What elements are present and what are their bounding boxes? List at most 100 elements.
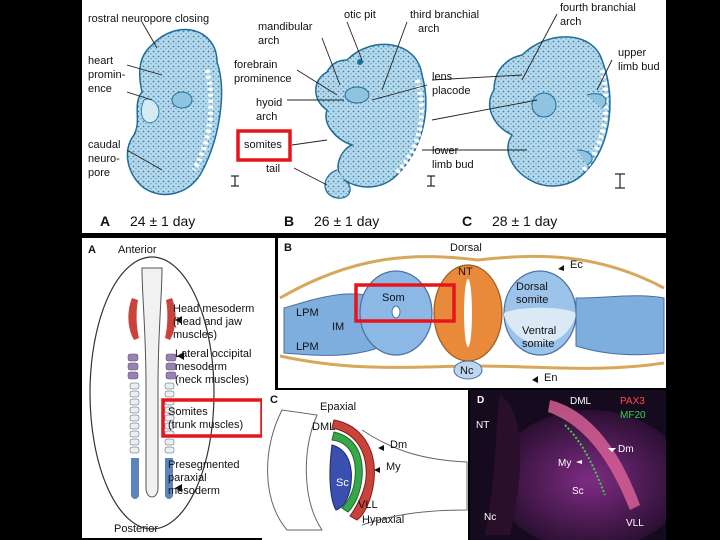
embryo-stages-figure: rostral neuropore closing mandibular arc…: [82, 0, 666, 233]
scale-bars: [231, 173, 625, 189]
caption-b-letter: B: [284, 213, 294, 229]
label-forebrain-2: prominence: [234, 73, 291, 85]
label-ventral-somite-2: somite: [522, 338, 554, 350]
somites-highlight-box: [236, 129, 292, 162]
label-upper-limb-2: limb bud: [618, 61, 660, 73]
label-mandibular-arch-2: arch: [258, 35, 279, 47]
label-heart-3: ence: [88, 83, 112, 95]
label-sc: Sc: [336, 477, 349, 489]
label-caudal-1: caudal: [88, 139, 120, 151]
panel-b-letter: B: [284, 242, 292, 254]
panel-d-fluorescence-image: D DML PAX3 MF20 NT Dm My Sc Nc VLL: [470, 390, 666, 540]
caption-c-letter: C: [462, 213, 472, 229]
label-mandibular-arch-1: mandibular: [258, 21, 313, 33]
label-heart-2: promin-: [88, 69, 126, 81]
label-anterior: Anterior: [118, 244, 157, 256]
panel-a-embryo-mesoderm: A Anterior Posterior: [82, 238, 275, 538]
head-mesoderm-right: [165, 298, 176, 340]
label-som: Som: [382, 292, 405, 304]
label-vll: VLL: [358, 499, 378, 511]
label-dorsal: Dorsal: [450, 242, 482, 254]
label-presegmented-2: paraxial: [168, 472, 207, 484]
label-lower-limb-2: limb bud: [432, 159, 474, 171]
label-lpm-upper: LPM: [296, 307, 319, 319]
label-caudal-2: neuro-: [88, 153, 120, 165]
label-dm: Dm: [618, 444, 634, 455]
label-heart-1: heart: [88, 55, 113, 67]
label-third-branchial-2: arch: [418, 23, 439, 35]
panel-d-letter: D: [477, 395, 484, 406]
label-dml: DML: [570, 396, 592, 407]
label-dml: DML: [312, 421, 335, 433]
label-head-mesoderm-2: (head and jaw: [173, 316, 242, 328]
label-head-mesoderm-1: Head mesoderm: [173, 303, 254, 315]
embryo-outline: [89, 256, 215, 530]
label-third-branchial-1: third branchial: [410, 9, 479, 21]
label-vll: VLL: [626, 518, 644, 529]
panel-a-letter: A: [88, 244, 96, 256]
lateral-plate-mesoderm-right: [575, 295, 665, 356]
label-lateral-occipital-3: (neck muscles): [175, 374, 249, 386]
caption-b-text: 26 ± 1 day: [314, 213, 379, 229]
myotome-signal: [564, 424, 606, 496]
label-en: En: [544, 372, 557, 384]
caption-a-letter: A: [100, 213, 110, 229]
label-lateral-occipital-2: mesoderm: [175, 361, 227, 373]
caption-c-text: 28 ± 1 day: [492, 213, 557, 229]
label-mf20: MF20: [620, 410, 646, 421]
embryo-26-day: [315, 43, 427, 199]
label-nt: NT: [458, 266, 473, 278]
label-nt: NT: [476, 420, 489, 431]
label-ec: Ec: [570, 259, 583, 271]
label-fourth-branchial-1: fourth branchial: [560, 2, 636, 14]
label-presegmented-3: mesoderm: [168, 485, 220, 497]
label-lpm-lower: LPM: [296, 341, 319, 353]
occipital-somites: [127, 353, 177, 380]
label-caudal-3: pore: [88, 167, 110, 179]
label-sc: Sc: [572, 486, 584, 497]
label-fourth-branchial-2: arch: [560, 16, 581, 28]
panel-c-somite-diagram: C Epaxial DML Dm My Sc VLL Hypaxial: [262, 390, 468, 540]
presegmented-mesoderm-right: [165, 458, 173, 499]
label-upper-limb-1: upper: [618, 47, 646, 59]
body-outline: [267, 409, 323, 531]
label-lateral-occipital-1: Lateral occipital: [175, 348, 251, 360]
neural-tube: [141, 267, 163, 498]
label-forebrain-1: forebrain: [234, 59, 277, 71]
leader-lines: [126, 13, 613, 186]
pointer-arrows: [175, 316, 184, 492]
sclerotome: [329, 444, 352, 511]
label-presegmented-1: Presegmented: [168, 459, 240, 471]
dermomyotome-signal: [548, 400, 640, 510]
label-somites-trunk-1: Somites: [168, 406, 208, 418]
label-otic-pit: otic pit: [344, 9, 376, 21]
label-head-mesoderm-3: muscles): [173, 329, 217, 341]
panel-c-letter: C: [270, 394, 278, 406]
label-lens-2: placode: [432, 85, 471, 97]
dermomyotome: [331, 419, 375, 521]
tissue-glow: [495, 410, 666, 540]
label-lower-limb-1: lower: [432, 145, 459, 157]
panel-b-cross-section: B Dorsal NT Ec Som Dorsal somite Ventral…: [278, 238, 666, 388]
notochord: [453, 360, 483, 380]
label-dorsal-somite-2: somite: [516, 294, 548, 306]
myotome: [331, 431, 363, 513]
caption-a-text: 24 ± 1 day: [130, 213, 195, 229]
label-hypaxial: Hypaxial: [362, 514, 404, 526]
label-rostral-neuropore: rostral neuropore closing: [88, 13, 209, 25]
label-tail: tail: [266, 163, 280, 175]
label-ventral-somite-1: Ventral: [522, 325, 556, 337]
label-dm: Dm: [390, 439, 407, 451]
label-hyoid-1: hyoid: [256, 97, 282, 109]
label-somites: somites: [244, 139, 282, 151]
embryo-24-day: [126, 28, 223, 196]
label-posterior: Posterior: [114, 523, 158, 535]
label-somites-trunk-2: (trunk muscles): [168, 419, 243, 431]
head-mesoderm-left: [128, 298, 139, 340]
label-nc: Nc: [460, 365, 474, 377]
label-dorsal-somite-1: Dorsal: [516, 281, 548, 293]
embryo-28-day: [489, 36, 611, 187]
label-lens-1: lens: [432, 71, 453, 83]
label-nc: Nc: [484, 512, 496, 523]
som-highlight-box: [354, 283, 456, 323]
